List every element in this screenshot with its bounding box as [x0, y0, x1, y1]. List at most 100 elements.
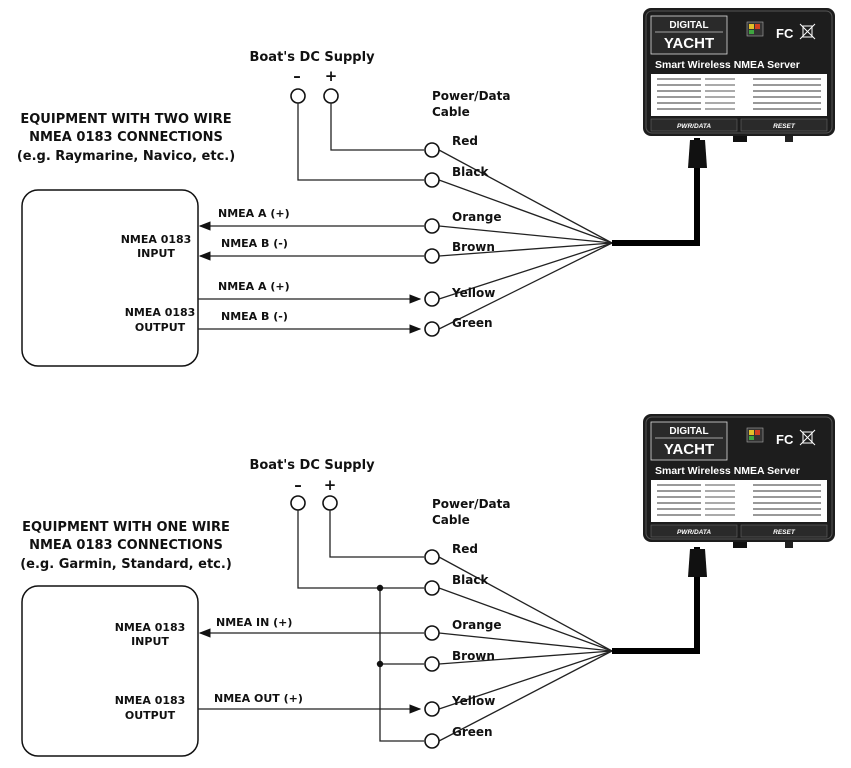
terminal2-red-icon	[424, 549, 440, 565]
terminal-black-icon	[424, 172, 440, 188]
fan-wires	[438, 149, 613, 330]
supply-minus-terminal-icon-2	[290, 495, 306, 511]
fan-wire-red	[438, 149, 613, 244]
fcc-mark-icon: FC	[776, 26, 794, 41]
main-cable-2	[612, 547, 700, 654]
port-input-line2: INPUT	[137, 247, 175, 260]
wire2-label-brown: Brown	[452, 649, 495, 663]
cable-label-2-line1: Power/Data	[432, 497, 510, 511]
signal-label-a-out: NMEA A (+)	[218, 280, 290, 293]
cable-label-line2: Cable	[432, 105, 470, 119]
led-green	[749, 30, 754, 34]
equipment-title-2-line3: (e.g. Garmin, Standard, etc.)	[20, 557, 232, 572]
fan2-wire-black	[438, 587, 613, 652]
equipment-title-line2: NMEA 0183 CONNECTIONS	[29, 130, 223, 145]
supply-plus-label: +	[325, 67, 338, 85]
cable-label-line1-text: Power/Data	[432, 89, 510, 103]
terminal-brown-icon	[424, 248, 440, 264]
signal-label-in: NMEA IN (+)	[216, 616, 292, 629]
device-top: DIGITAL YACHT FC Smart Wireless NMEA Server…	[643, 8, 835, 142]
cable-label-line1: Power/Data	[432, 89, 510, 103]
signal-label-b-out: NMEA B (-)	[221, 310, 288, 323]
wire2-label-yellow: Yellow	[451, 694, 495, 708]
cable-strain-relief	[688, 140, 707, 168]
port-output-2-line2: OUTPUT	[125, 709, 176, 722]
terminal2-brown-icon	[424, 656, 440, 672]
port-output-line1: NMEA 0183	[125, 306, 196, 319]
cable-label-2-line1-text: Power/Data	[432, 497, 510, 511]
led-green	[749, 436, 754, 440]
wire2-label-black: Black	[452, 573, 489, 587]
fan-wire-green	[438, 242, 613, 330]
product-name: Smart Wireless NMEA Server	[655, 59, 800, 71]
cable-label-2-line2-text: Cable	[432, 513, 470, 527]
brand-bottom: YACHT	[664, 35, 714, 52]
wire-label-black: Black	[452, 165, 489, 179]
junction-dot-2	[376, 660, 384, 668]
wire-supply-minus	[297, 103, 424, 181]
wire-label-red: Red	[452, 134, 478, 148]
device-bottom: DIGITAL YACHT FC Smart Wireless NMEA Server…	[643, 414, 835, 548]
brand-top: DIGITAL	[669, 426, 708, 437]
reset-button	[740, 118, 828, 132]
terminal2-yellow-icon	[424, 701, 440, 717]
terminal-yellow-icon	[424, 291, 440, 307]
cable-label-2-line2: Cable	[432, 513, 470, 527]
fan-wire-brown	[438, 242, 613, 257]
wire2-label-red: Red	[452, 542, 478, 556]
fan-wire-yellow	[438, 242, 613, 300]
terminal-red-icon	[424, 142, 440, 158]
spec-panel-fine-print	[657, 78, 821, 110]
ground-bus	[379, 588, 424, 742]
product-name: Smart Wireless NMEA Server	[655, 465, 800, 477]
equipment-title-line1: EQUIPMENT WITH TWO WIRE	[20, 112, 231, 127]
wire-supply-minus-2	[297, 510, 424, 589]
equipment-title-line3: (e.g. Raymarine, Navico, etc.)	[17, 149, 235, 164]
diagram-two-wire: Boat's DC Supply – + EQUIPMENT WITH TWO …	[17, 50, 707, 367]
equipment-box-2	[21, 585, 199, 757]
wire-label-brown: Brown	[452, 240, 495, 254]
fan-wire-orange	[438, 225, 613, 244]
diagram-one-wire: Boat's DC Supply – + EQUIPMENT WITH ONE …	[20, 458, 707, 757]
equipment-box	[21, 189, 199, 367]
cable-gland	[733, 136, 747, 142]
antenna-nub	[785, 542, 793, 548]
supply-plus-terminal-icon	[323, 88, 339, 104]
cable-gland	[733, 542, 747, 548]
pwr-data-label: PWR/DATA	[677, 529, 711, 536]
wire-supply-plus	[330, 103, 424, 151]
supply-minus-terminal-icon	[290, 88, 306, 104]
fan2-wire-red	[438, 556, 613, 652]
fcc-mark-icon: FC	[776, 432, 794, 447]
weee-bin-icon	[799, 23, 816, 40]
terminal-green-icon	[424, 321, 440, 337]
reset-button	[740, 524, 828, 538]
wire-label-green: Green	[452, 316, 493, 330]
brand-bottom: YACHT	[664, 441, 714, 458]
pwr-data-button	[650, 118, 738, 132]
signal-label-b-in: NMEA B (-)	[221, 237, 288, 250]
equipment-title-2-line1: EQUIPMENT WITH ONE WIRE	[22, 520, 230, 535]
wire-label-orange: Orange	[452, 210, 502, 224]
fan2-wire-green	[438, 650, 613, 742]
supply-title: Boat's DC Supply	[249, 50, 375, 65]
cable-strain-relief-2	[688, 549, 707, 577]
port-input-2-line1: NMEA 0183	[115, 621, 186, 634]
wire-supply-plus-2	[329, 510, 424, 558]
brand-logo	[650, 421, 728, 461]
cable-label-line2-text: Cable	[432, 105, 470, 119]
fan-wire-black	[438, 179, 613, 244]
fan2-wire-yellow	[438, 650, 613, 710]
terminal2-black-icon	[424, 580, 440, 596]
fan2-wire-brown	[438, 650, 613, 665]
signal-label-out: NMEA OUT (+)	[214, 692, 303, 705]
reset-label: RESET	[773, 123, 796, 130]
wire-label-yellow: Yellow	[451, 286, 495, 300]
supply-plus-label-2: +	[324, 476, 337, 494]
led-red	[755, 24, 760, 29]
main-cable	[612, 138, 700, 246]
brand-top: DIGITAL	[669, 20, 708, 31]
fan2-wire-orange	[438, 632, 613, 652]
